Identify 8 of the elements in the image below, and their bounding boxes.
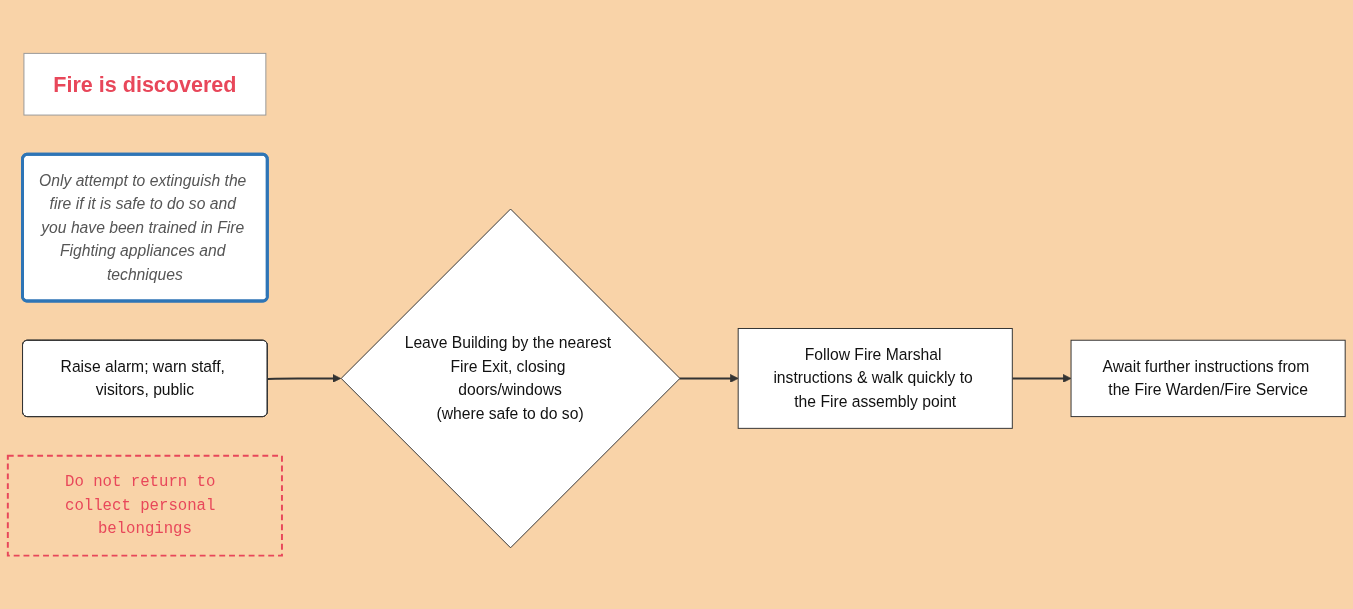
node-box: Do not return to collect personal belongings (6, 454, 283, 557)
node-box: Fire is discovered (23, 52, 267, 116)
arrow (266, 374, 342, 383)
node-diamond: Leave Building by the nearest Fire Exit, closing doors/windows (where safe to do so) (340, 208, 681, 549)
arrow (1011, 374, 1072, 383)
node-box: Follow Fire Marshal instructions & walk quickly to the Fire assembly point (737, 328, 1013, 429)
node-box: Await further instructions from the Fire Warden/Fire Service (1070, 339, 1346, 418)
arrow (678, 374, 739, 383)
